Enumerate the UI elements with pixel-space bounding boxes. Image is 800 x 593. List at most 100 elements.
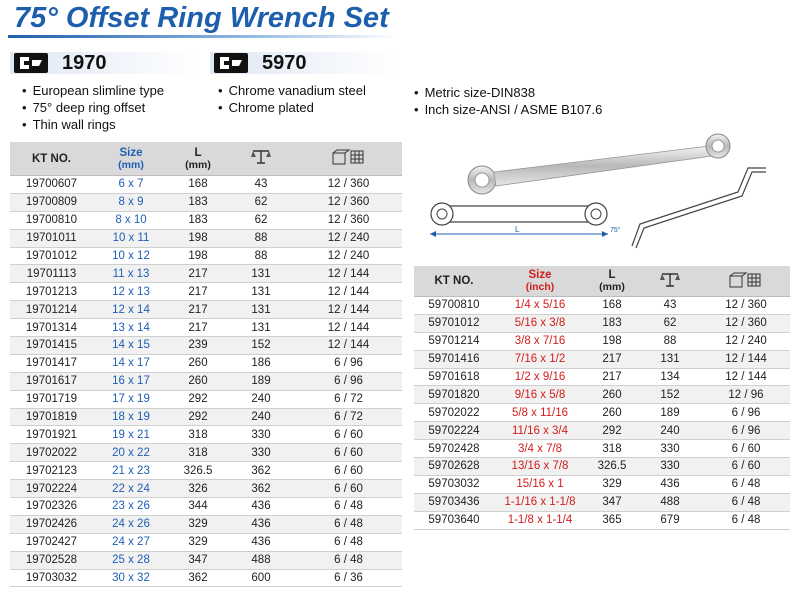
cell-pack: 12 / 144 (295, 318, 402, 338)
feature-item: 75° deep ring offset (22, 99, 164, 116)
cell-size: 19 x 21 (93, 425, 169, 445)
cell-pack: 12 / 240 (295, 229, 402, 248)
cell-length: 260 (169, 354, 227, 373)
cell-kt-no: 19701819 (10, 408, 93, 427)
cell-pack: 6 / 96 (295, 354, 402, 373)
cell-kt-no: 19701617 (10, 372, 93, 391)
cell-kt-no: 59702428 (414, 439, 494, 459)
cell-length: 217 (169, 300, 227, 320)
cell-size: 30 x 32 (93, 569, 169, 588)
col-pack (295, 142, 402, 176)
cell-size: 11/16 x 3/4 (494, 421, 586, 441)
cell-pack: 12 / 360 (295, 175, 402, 194)
cell-kt-no: 19701415 (10, 336, 93, 355)
cell-weight: 131 (638, 350, 702, 369)
cell-length: 260 (586, 385, 638, 405)
table-header-row: KT NO. Size(inch) L(mm) (414, 266, 790, 297)
cell-length: 326.5 (169, 461, 227, 481)
cell-pack: 6 / 60 (702, 439, 790, 459)
cell-length: 183 (169, 193, 227, 212)
table-header-row: KT NO. Size(mm) L(mm) (10, 142, 402, 176)
standards-list: Metric size-DIN838 Inch size-ANSI / ASME… (414, 84, 603, 118)
series-b-code: 5970 (262, 51, 307, 74)
col-length: L(mm) (586, 266, 638, 297)
cell-length: 260 (169, 372, 227, 391)
cell-kt-no: 19701417 (10, 354, 93, 373)
cell-length: 362 (169, 569, 227, 588)
cell-length: 217 (586, 350, 638, 369)
cell-length: 217 (169, 282, 227, 302)
cell-kt-no: 19701314 (10, 318, 93, 338)
cell-length: 318 (586, 439, 638, 459)
series-a-bar (10, 52, 200, 74)
cell-weight: 330 (638, 439, 702, 459)
cell-weight: 362 (227, 479, 295, 499)
cell-pack: 6 / 48 (702, 493, 790, 512)
cell-weight: 62 (227, 193, 295, 212)
cell-kt-no: 59703032 (414, 475, 494, 494)
cell-kt-no: 59701820 (414, 385, 494, 405)
cell-kt-no: 59703436 (414, 493, 494, 512)
cell-length: 183 (586, 314, 638, 333)
cell-size: 14 x 15 (93, 336, 169, 355)
cell-pack: 6 / 72 (295, 390, 402, 409)
cell-size: 22 x 24 (93, 479, 169, 499)
col-size-unit: (mm) (118, 158, 144, 171)
col-length-unit: (mm) (185, 158, 211, 171)
cell-weight: 186 (227, 354, 295, 373)
cell-length: 326 (169, 479, 227, 499)
page-title: 75° Offset Ring Wrench Set (14, 2, 389, 34)
cell-pack: 6 / 60 (295, 461, 402, 481)
cell-length: 198 (586, 332, 638, 351)
cell-weight: 131 (227, 282, 295, 302)
scale-icon (251, 150, 271, 164)
cell-size: 10 x 12 (93, 247, 169, 266)
cell-length: 318 (169, 443, 227, 463)
cell-pack: 6 / 96 (702, 421, 790, 441)
col-size-label: Size (119, 146, 143, 159)
col-size: Size(mm) (93, 142, 169, 176)
title-underline (8, 35, 400, 38)
series-a-features: European slimline type 75° deep ring off… (22, 82, 165, 133)
col-length: L(mm) (169, 142, 227, 176)
cell-size: 25 x 28 (93, 551, 169, 570)
cell-kt-no: 19701011 (10, 229, 93, 248)
cell-length: 347 (169, 551, 227, 570)
cell-size: 13/16 x 7/8 (494, 457, 586, 476)
col-weight (638, 266, 702, 297)
col-kt-no: KT NO. (10, 142, 93, 176)
cell-kt-no: 19701113 (10, 264, 93, 284)
cell-length: 326.5 (586, 457, 638, 476)
cell-pack: 12 / 240 (702, 332, 790, 351)
cell-length: 168 (169, 175, 227, 194)
cell-length: 239 (169, 336, 227, 355)
cell-weight: 330 (227, 443, 295, 463)
col-kt-no: KT NO. (414, 266, 494, 297)
cell-weight: 436 (227, 533, 295, 552)
cell-pack: 6 / 48 (295, 533, 402, 552)
wrench-top-view: L (430, 202, 608, 237)
cell-length: 217 (169, 318, 227, 338)
cell-size: 1-1/8 x 1-1/4 (494, 511, 586, 530)
cell-pack: 12 / 144 (702, 368, 790, 387)
cell-pack: 6 / 48 (295, 551, 402, 570)
cell-weight: 189 (227, 372, 295, 391)
cell-size: 15/16 x 1 (494, 475, 586, 494)
cell-size: 10 x 11 (93, 229, 169, 248)
cell-kt-no: 59701012 (414, 314, 494, 333)
cell-length: 198 (169, 247, 227, 266)
series-b-header: 5970 (214, 52, 307, 74)
cell-weight: 131 (227, 300, 295, 320)
cell-pack: 6 / 48 (702, 511, 790, 530)
cell-size: 14 x 17 (93, 354, 169, 373)
cell-weight: 62 (227, 211, 295, 230)
wrench-photo (467, 133, 731, 195)
cell-weight: 600 (227, 569, 295, 588)
